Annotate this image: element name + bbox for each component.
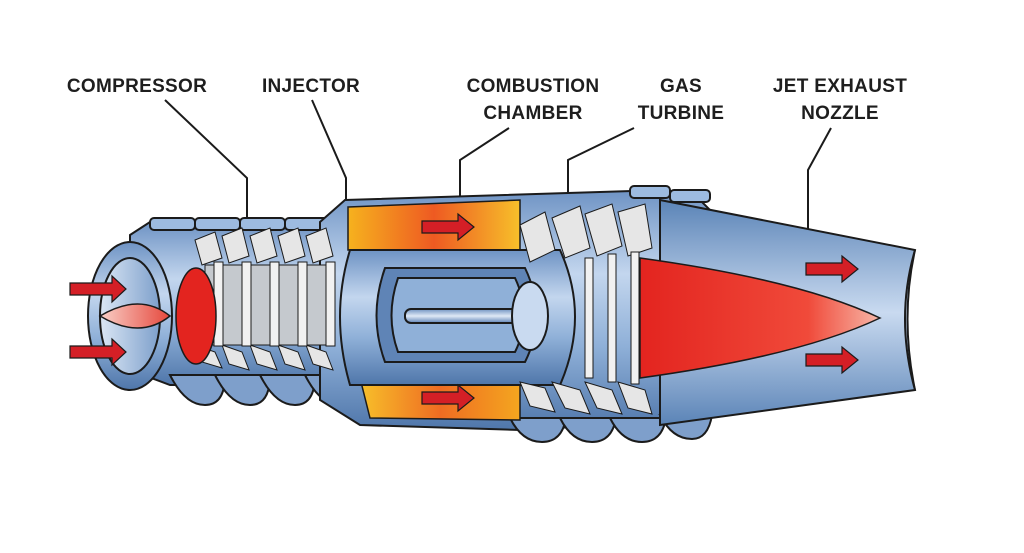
compressor-stages: [213, 261, 336, 347]
compressor-disc: [175, 267, 217, 365]
shaft-housing: [339, 249, 576, 386]
inlet-ring: [87, 241, 173, 391]
intake-arrow-top: [69, 274, 127, 304]
combustion-arrow-bottom: [421, 383, 475, 413]
nozzle-leader: [807, 127, 832, 232]
intake-arrow-bottom: [69, 337, 127, 367]
exhaust-arrow-bottom: [805, 345, 859, 375]
jet-exhaust-nozzle-label: JET EXHAUST NOZZLE: [772, 76, 908, 124]
injector-label: INJECTOR: [261, 76, 361, 97]
turbine-blades: [519, 203, 653, 415]
combustion-leader: [459, 127, 510, 196]
exhaust-plume: [639, 257, 882, 379]
turbine-stages: [584, 251, 640, 385]
exhaust-arrow-top: [805, 254, 859, 284]
combustion-arrow-top: [421, 212, 475, 242]
flow-arrows: [69, 212, 859, 413]
gas-turbine-label: GAS TURBINE: [637, 76, 725, 124]
combustion-chamber-label: COMBUSTION CHAMBER: [466, 76, 600, 124]
compressor-label: COMPRESSOR: [66, 76, 208, 97]
